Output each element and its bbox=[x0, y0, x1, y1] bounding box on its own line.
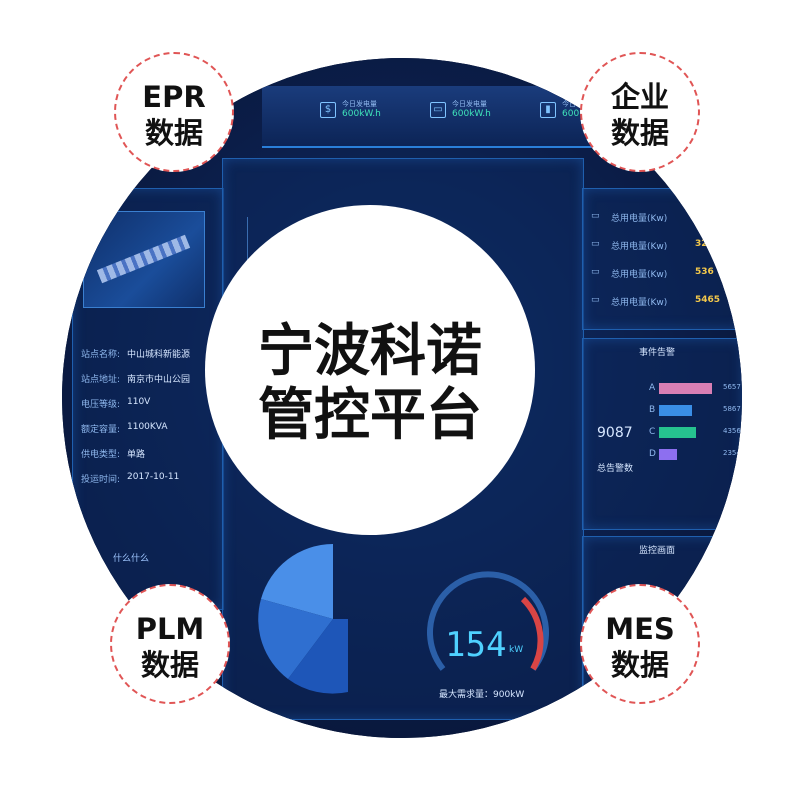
event-bar bbox=[659, 427, 697, 438]
power-value: 3242 bbox=[695, 239, 721, 249]
monitor-icon: ▭ bbox=[591, 295, 600, 305]
gauge-warning-arc bbox=[520, 596, 544, 671]
building-graphic bbox=[96, 234, 191, 284]
bolt-icon: $ bbox=[320, 102, 336, 118]
gauge-track bbox=[427, 571, 549, 671]
pie-slice bbox=[258, 599, 333, 679]
badge-line-2: 数据 bbox=[610, 648, 669, 682]
badge-line-2: 数据 bbox=[610, 116, 669, 150]
badge-line-1: 企业 bbox=[610, 80, 669, 114]
badge-plm: PLM 数据 bbox=[110, 584, 230, 704]
pie-slice bbox=[288, 619, 348, 694]
panel-title: 监控画面 bbox=[639, 546, 676, 556]
panel-caption: 什么什么 bbox=[113, 554, 150, 564]
info-key: 投运时间: bbox=[81, 475, 121, 485]
event-name: C bbox=[649, 427, 656, 437]
monitor-icon: ▭ bbox=[591, 211, 600, 221]
info-value: 1100KVA bbox=[127, 422, 168, 432]
power-list-panel: ▭ 总用电量(Kw) 3 ▭ 总用电量(Kw) 3242 ▭ 总用电量(Kw) … bbox=[582, 188, 742, 330]
power-label: 总用电量(Kw) bbox=[611, 298, 668, 308]
stat-label: 今日发电量 bbox=[342, 100, 377, 108]
info-value: 110V bbox=[127, 397, 151, 407]
events-total: 9087 bbox=[597, 425, 633, 441]
monitor-icon: ▭ bbox=[591, 267, 600, 277]
info-value: 中山城科新能源 bbox=[127, 350, 191, 360]
title-circle bbox=[205, 205, 535, 535]
panel-title: 事件告警 bbox=[639, 348, 676, 358]
power-value: 5465 bbox=[695, 295, 721, 305]
event-name: B bbox=[649, 405, 656, 415]
badge-line-1: EPR bbox=[142, 80, 206, 114]
info-value: 单路 bbox=[127, 450, 146, 460]
station-panel: 站点名称: 中山城科新能源 站点地址: 南京市中山公园 电压等级: 110V 额… bbox=[72, 188, 224, 610]
badge-line-1: PLM bbox=[135, 612, 205, 646]
power-value: 3 bbox=[695, 211, 702, 221]
title-line-1: 宁波科诺 bbox=[258, 319, 482, 384]
info-key: 电压等级: bbox=[81, 400, 121, 410]
page-title: 宁波科诺 管控平台 bbox=[205, 320, 535, 448]
event-bar bbox=[659, 449, 677, 460]
stat-item: $ 今日发电量 600kW.h bbox=[320, 100, 381, 120]
event-name: D bbox=[649, 449, 656, 459]
info-value: 2017-10-11 bbox=[127, 472, 180, 482]
badge-line-1: MES bbox=[605, 612, 675, 646]
gauge-unit: kW bbox=[509, 645, 524, 655]
event-value: 2354 bbox=[723, 449, 741, 457]
power-label: 总用电量(Kw) bbox=[611, 270, 668, 280]
info-key: 额定容量: bbox=[81, 425, 121, 435]
info-key: 站点名称: bbox=[81, 350, 121, 360]
event-name: A bbox=[649, 383, 656, 393]
monitor-icon: ▭ bbox=[591, 239, 600, 249]
gauge-dial bbox=[427, 571, 549, 671]
monitor-icon: ▭ bbox=[430, 102, 446, 118]
pie-slice bbox=[261, 544, 333, 619]
stat-value: 600kW.h bbox=[452, 109, 491, 119]
gauge-caption: 最大需求量：900kW bbox=[439, 690, 525, 700]
badge-epr: EPR 数据 bbox=[114, 52, 234, 172]
gauge-value: 154 bbox=[445, 625, 507, 665]
info-key: 供电类型: bbox=[81, 450, 121, 460]
stat-value: 600kW.h bbox=[342, 109, 381, 119]
station-image bbox=[83, 211, 205, 308]
bar-chart-icon: ▮ bbox=[540, 102, 556, 118]
event-value: 5657 bbox=[723, 383, 741, 391]
badge-line-2: 数据 bbox=[140, 648, 199, 682]
info-key: 站点地址: bbox=[81, 375, 121, 385]
stat-label: 今日发电量 bbox=[562, 100, 597, 109]
event-bar bbox=[659, 383, 712, 394]
power-label: 总用电量(Kw) bbox=[611, 214, 668, 224]
event-value: 5867 bbox=[723, 405, 741, 413]
stat-item: ▮ 今日发电量 600 bbox=[540, 100, 597, 120]
stat-item: ▭ 今日发电量 600kW.h bbox=[430, 100, 491, 120]
badge-mes: MES 数据 bbox=[580, 584, 700, 704]
title-line-2: 管控平台 bbox=[258, 383, 482, 448]
badge-enterprise: 企业 数据 bbox=[580, 52, 700, 172]
info-value: 南京市中山公园 bbox=[127, 375, 191, 385]
event-value: 4356 bbox=[723, 427, 741, 435]
badge-line-2: 数据 bbox=[144, 116, 203, 150]
pie-chart bbox=[258, 544, 348, 694]
power-value: 536 bbox=[695, 267, 714, 277]
event-bar bbox=[659, 405, 692, 416]
power-label: 总用电量(Kw) bbox=[611, 242, 668, 252]
stat-label: 今日发电量 bbox=[452, 100, 487, 108]
events-total-label: 总告警数 bbox=[597, 464, 634, 474]
stat-value: 600 bbox=[562, 109, 580, 119]
